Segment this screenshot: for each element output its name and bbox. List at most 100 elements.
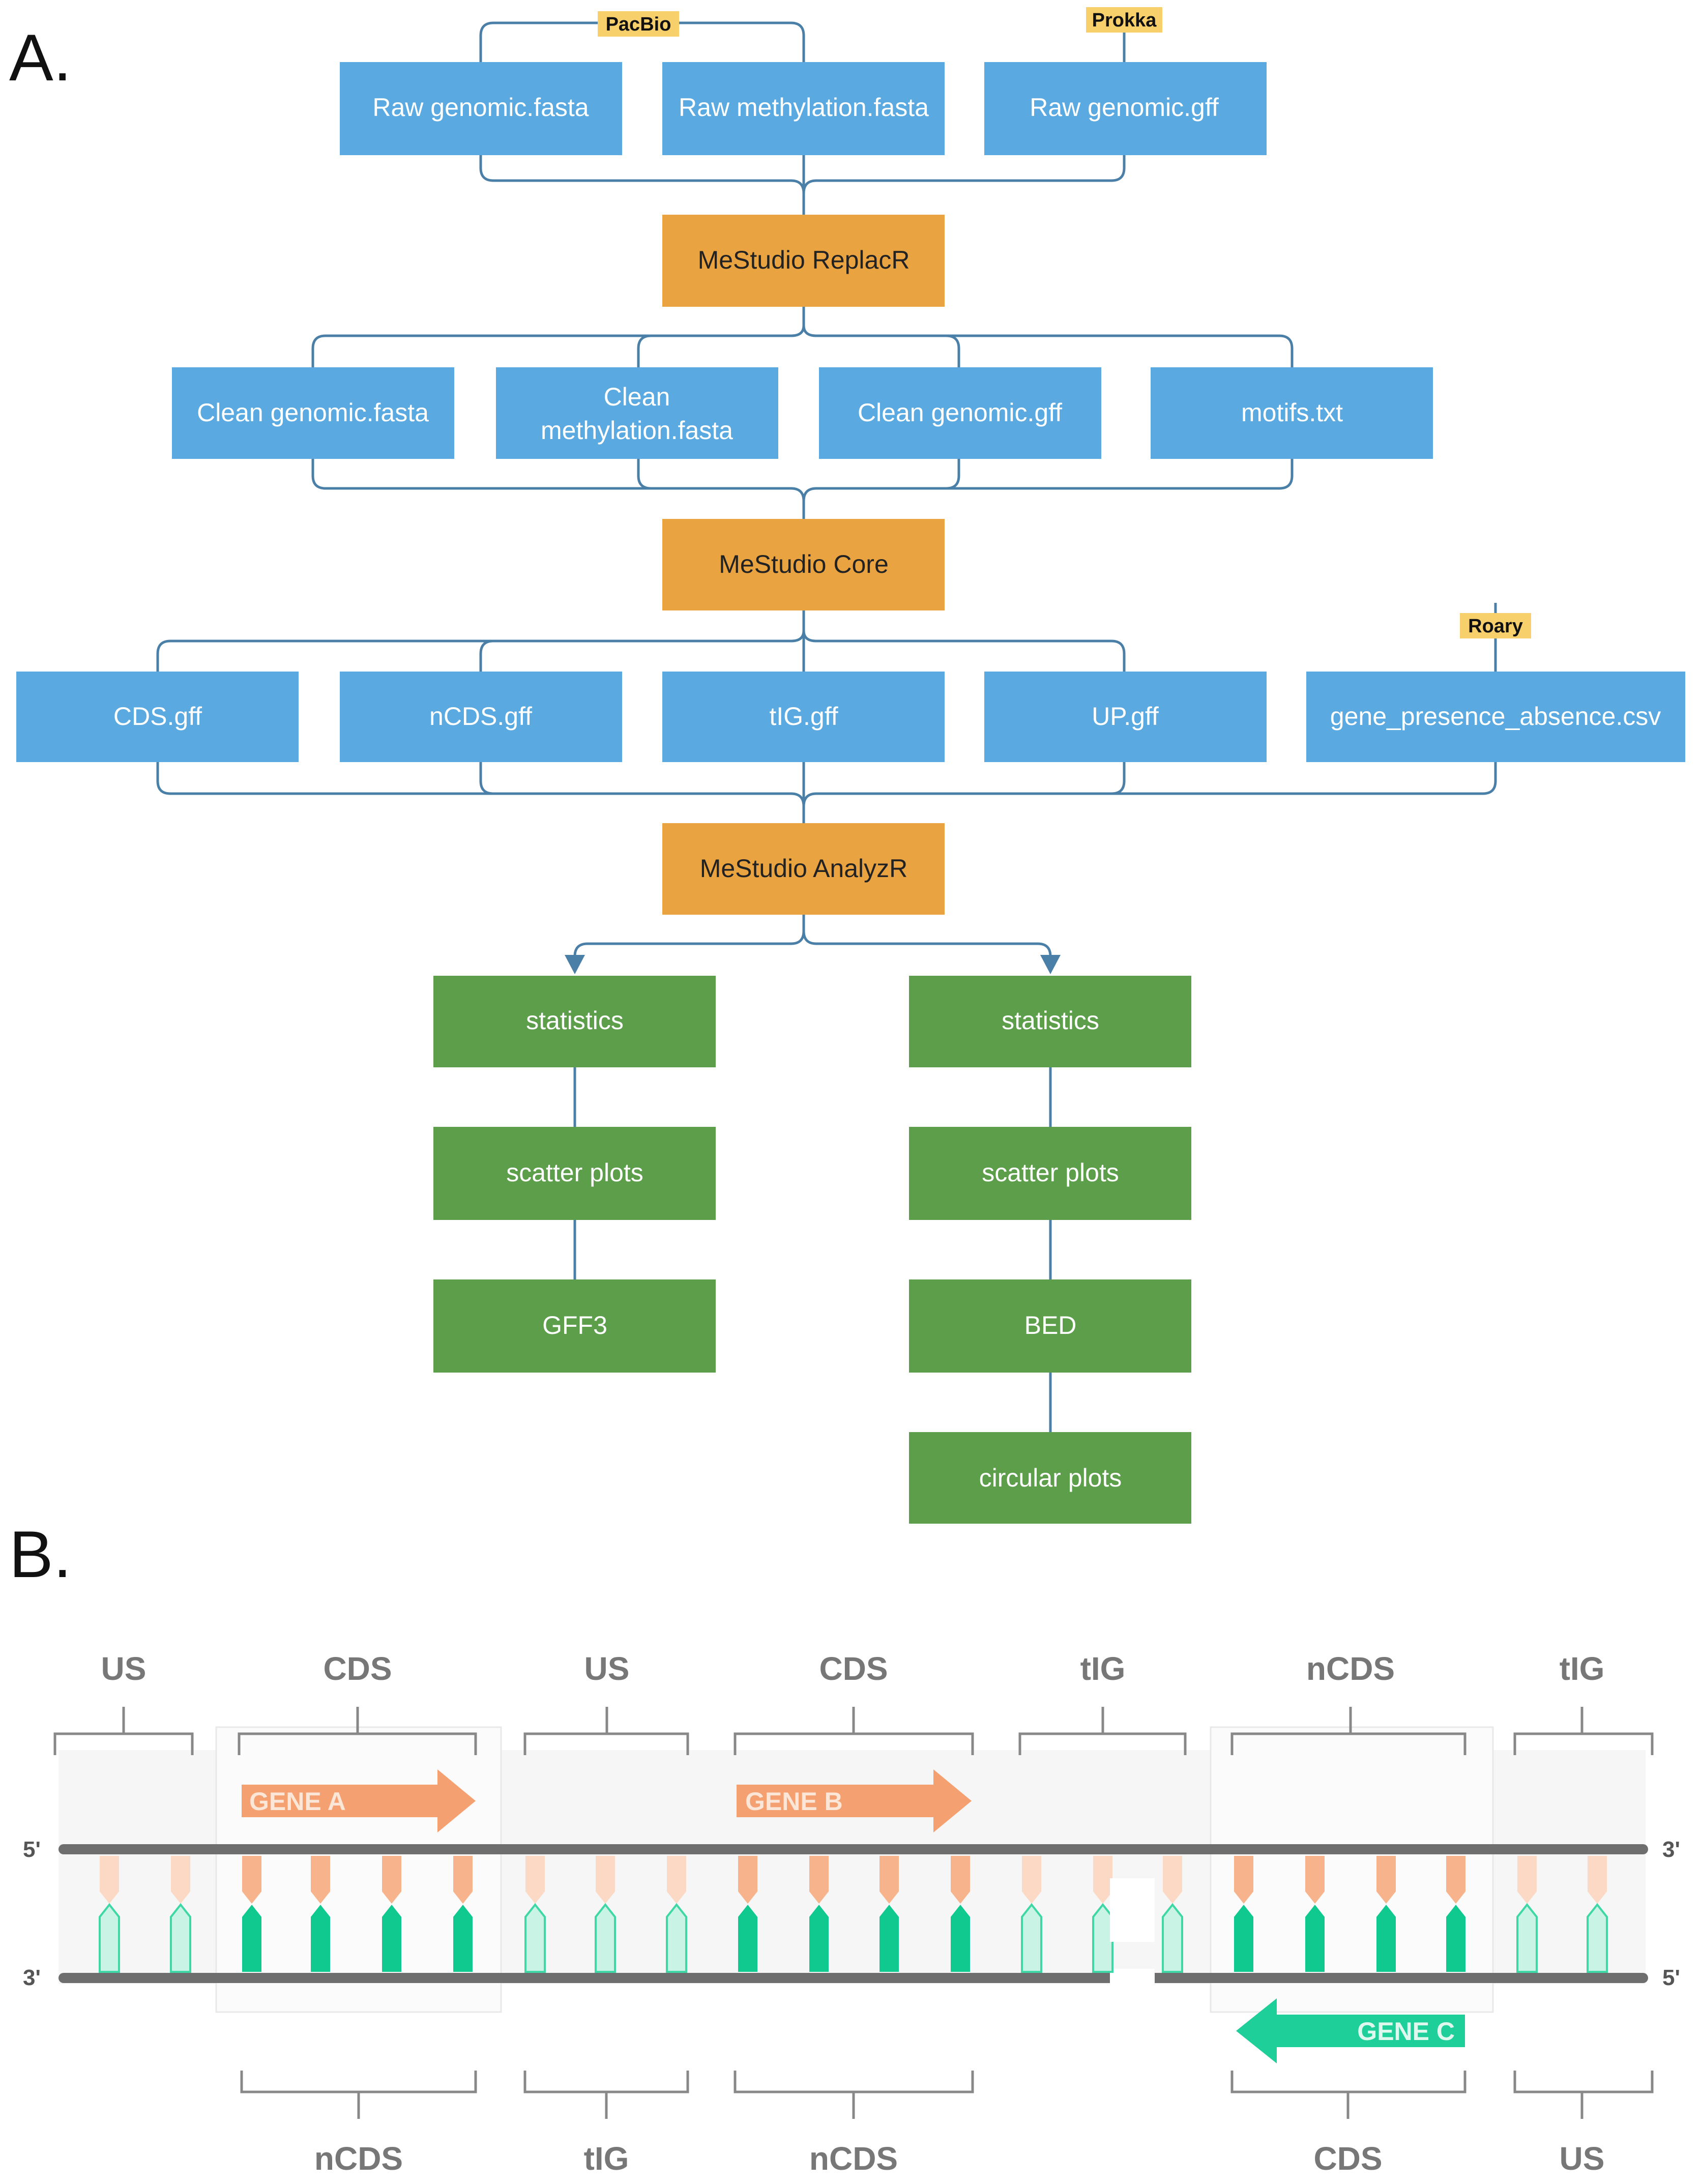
node-mestudio-core: MeStudio Core: [662, 519, 945, 610]
bottom-region-label: tIG: [584, 2140, 629, 2177]
arrow-heads: [565, 955, 1061, 974]
node-label: Raw methylation.fasta: [679, 93, 929, 122]
base-pair-top: [242, 1856, 261, 1904]
top-region-label: CDS: [819, 1650, 888, 1687]
base-pair-top: [667, 1856, 686, 1904]
bottom-strand: [58, 1973, 1648, 1983]
top-region-label: CDS: [323, 1650, 392, 1687]
node-label: gene_presence_absence.csv: [1330, 702, 1661, 731]
node-label: UP.gff: [1092, 702, 1159, 731]
node-label: circular plots: [979, 1464, 1122, 1492]
base-pair-bottom: [1516, 1903, 1538, 1973]
base-pair-bottom: [951, 1905, 970, 1972]
gene-a-label: GENE A: [249, 1787, 346, 1816]
node-label: Raw genomic.gff: [1030, 93, 1219, 122]
base-pair-bottom: [1162, 1903, 1183, 1973]
node-label: nCDS.gff: [429, 702, 532, 731]
base-pair-top: [1517, 1856, 1537, 1904]
gene-b-arrow: GENE B: [737, 1769, 972, 1832]
node-label-line1: Clean: [604, 383, 670, 411]
bottom-region-label: nCDS: [809, 2140, 898, 2177]
base-pair-bottom: [809, 1905, 829, 1972]
node-ncds-gff: nCDS.gff: [340, 672, 622, 762]
node-right-bed: BED: [909, 1279, 1191, 1373]
node-clean-methylation-fasta: Clean methylation.fasta: [496, 367, 778, 459]
node-mestudio-replacr: MeStudio ReplacR: [662, 215, 945, 307]
base-pair-top: [809, 1856, 829, 1904]
gene-a-arrow: GENE A: [242, 1769, 476, 1832]
node-label: Clean genomic.fasta: [197, 398, 429, 427]
base-pair-bottom: [524, 1903, 546, 1973]
base-pair-bottom: [382, 1905, 401, 1972]
base-pair-bottom: [1305, 1905, 1325, 1972]
node-label: BED: [1024, 1311, 1077, 1339]
node-right-circular-plots: circular plots: [909, 1432, 1191, 1524]
base-pair-top: [1305, 1856, 1325, 1904]
base-pair-top: [1446, 1856, 1465, 1904]
bottom-region-label: US: [1560, 2140, 1605, 2177]
node-label: CDS.gff: [113, 702, 202, 731]
base-pair-top: [1588, 1856, 1607, 1904]
base-pair-bottom: [1021, 1903, 1042, 1973]
base-pair-top: [1163, 1856, 1182, 1904]
node-label: GFF3: [542, 1311, 607, 1339]
node-label: MeStudio Core: [719, 550, 889, 578]
gene-b-label: GENE B: [745, 1787, 843, 1816]
top-region-label: tIG: [1080, 1650, 1126, 1687]
dna-strands: 5' 3' 3' 5': [23, 1837, 1680, 1990]
strand-end-bottom-right: 5': [1662, 1965, 1680, 1990]
base-pair-bottom: [99, 1903, 120, 1973]
panel-a: A.: [9, 7, 1685, 1524]
tag-pacbio: PacBio: [598, 11, 679, 37]
base-pair-bottom: [1376, 1905, 1396, 1972]
node-left-gff3: GFF3: [433, 1279, 716, 1373]
node-label: MeStudio ReplacR: [698, 246, 910, 274]
base-pair-top: [951, 1856, 970, 1904]
node-raw-genomic-gff: Raw genomic.gff: [984, 62, 1267, 155]
base-pair-bottom: [1446, 1905, 1465, 1972]
base-pair-top: [525, 1856, 545, 1904]
node-label: Clean genomic.gff: [858, 398, 1062, 427]
base-pair-top: [1234, 1856, 1253, 1904]
strand-gap: [1110, 1969, 1155, 1988]
gene-c-label: GENE C: [1357, 2017, 1455, 2046]
base-pair-top: [738, 1856, 757, 1904]
strand-break: [1110, 1878, 1155, 1942]
node-cds-gff: CDS.gff: [16, 672, 299, 762]
base-pair-top: [453, 1856, 473, 1904]
node-label: statistics: [526, 1006, 624, 1035]
tag-prokka: Prokka: [1086, 7, 1162, 33]
tag-roary: Roary: [1460, 613, 1531, 638]
base-pair-bottom: [311, 1905, 330, 1972]
base-pair-bottom: [170, 1903, 191, 1973]
node-label-line2: methylation.fasta: [541, 416, 733, 445]
node-label: scatter plots: [982, 1158, 1119, 1187]
node-raw-genomic-fasta: Raw genomic.fasta: [340, 62, 622, 155]
node-mestudio-analyzr: MeStudio AnalyzR: [662, 823, 945, 915]
bottom-region-label: CDS: [1313, 2140, 1382, 2177]
base-pair-top: [100, 1856, 119, 1904]
base-pair-bottom: [1092, 1903, 1113, 1973]
node-gene-presence-absence: gene_presence_absence.csv: [1306, 672, 1685, 762]
top-region-label: US: [101, 1650, 146, 1687]
node-right-statistics: statistics: [909, 976, 1191, 1067]
base-pair-bottom: [666, 1903, 687, 1973]
node-motifs-txt: motifs.txt: [1151, 367, 1433, 459]
node-clean-genomic-gff: Clean genomic.gff: [819, 367, 1101, 459]
panel-b-label: B.: [9, 1517, 72, 1591]
base-pair-bottom: [242, 1905, 261, 1972]
tag-pacbio-text: PacBio: [606, 14, 671, 35]
panel-b: B. US CDS US CDS tIG nCDS tIG: [9, 1517, 1680, 2177]
tag-roary-text: Roary: [1468, 616, 1523, 637]
base-pair-top: [382, 1856, 401, 1904]
node-raw-methylation-fasta: Raw methylation.fasta: [662, 62, 945, 155]
node-left-scatter-plots: scatter plots: [433, 1127, 716, 1220]
base-pairs: [99, 1856, 1608, 1973]
bottom-brackets: [240, 2071, 1654, 2119]
base-pair-bottom: [453, 1905, 473, 1972]
tag-prokka-text: Prokka: [1092, 10, 1157, 31]
node-right-scatter-plots: scatter plots: [909, 1127, 1191, 1220]
base-pair-bottom: [1234, 1905, 1253, 1972]
strand-end-bottom-left: 3': [23, 1965, 41, 1990]
